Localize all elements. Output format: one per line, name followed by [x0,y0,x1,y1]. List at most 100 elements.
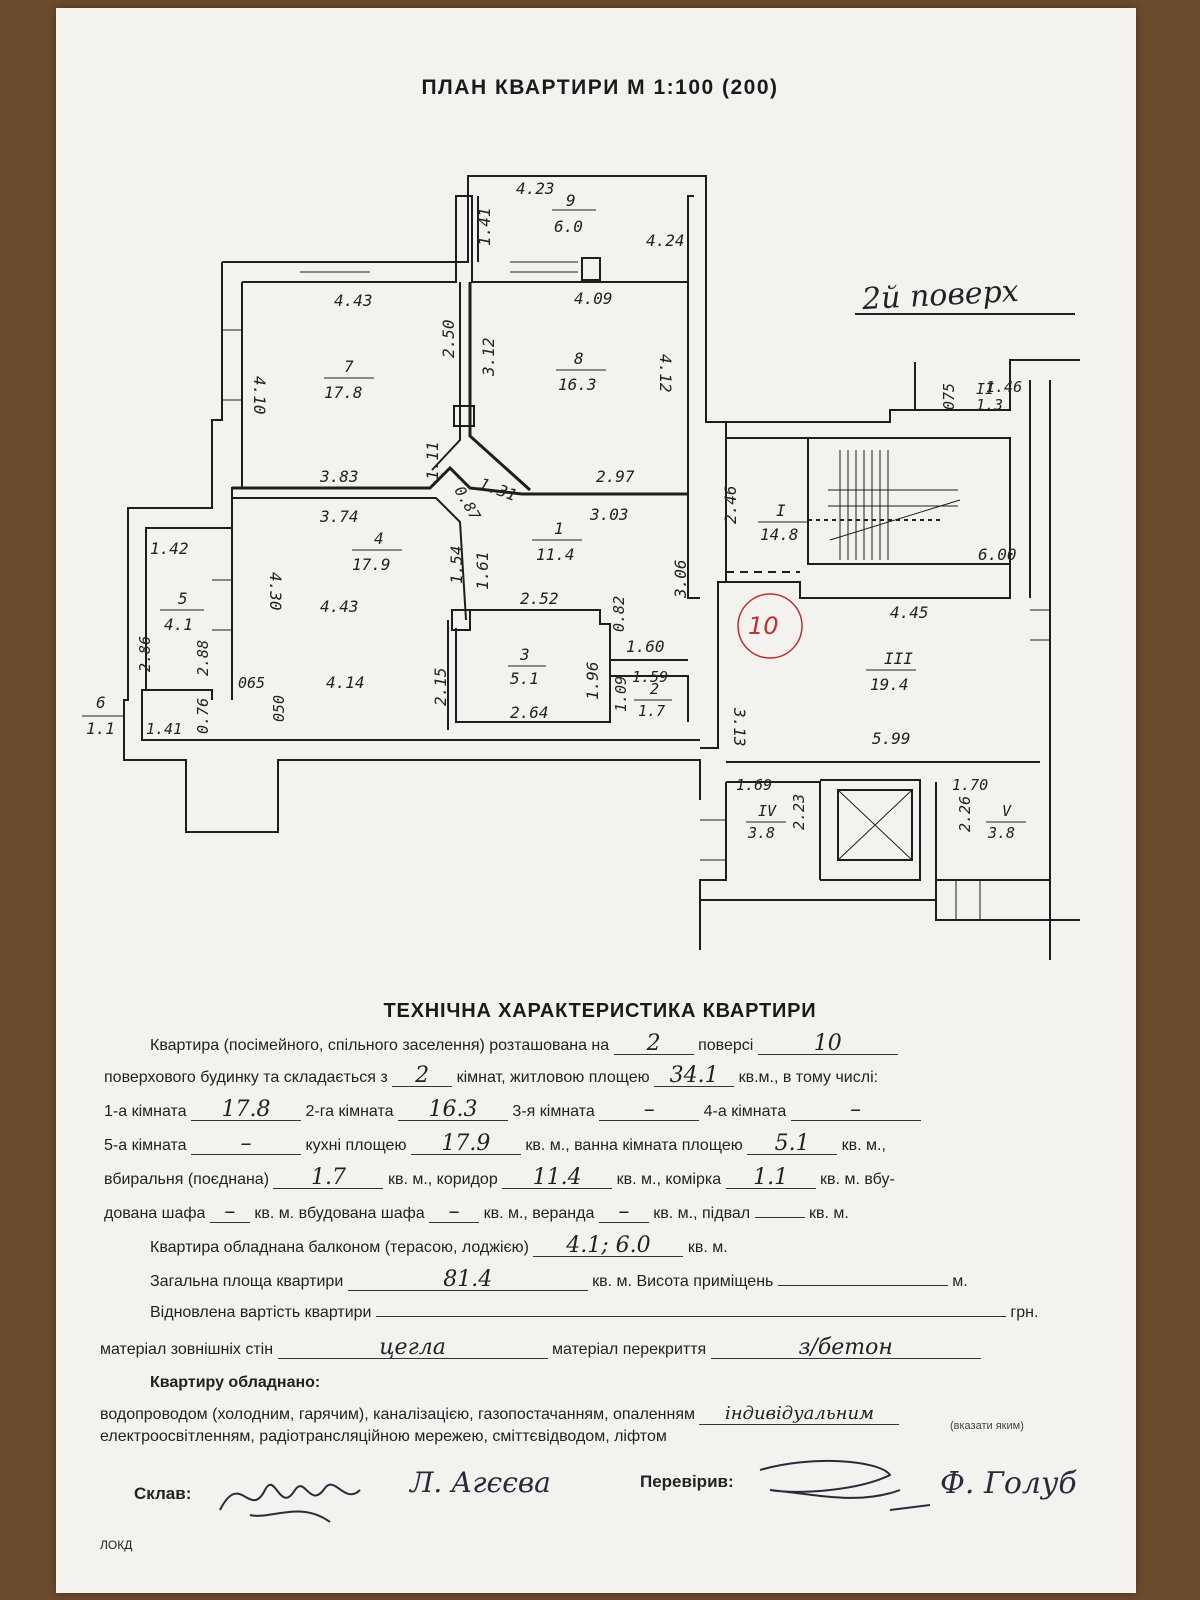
dim: 4.23 [516,179,555,198]
room-5-number: 5 [178,589,188,608]
label: Квартира (посімейного, спільного заселен… [150,1037,610,1054]
dim: 4.24 [646,231,685,250]
dim: 1.11 [423,441,442,480]
label: 3-я кімната [512,1103,595,1120]
tech-line-4: 5-а кімната – кухні площею 17.9 кв. м., … [104,1133,886,1155]
bathroom-value: 5.1 [747,1133,838,1155]
label: кв. м., ванна кімната площею [525,1137,743,1154]
dim: 0.76 [194,698,212,734]
dim: 2.15 [431,667,450,706]
room-4-number: 4 [374,529,384,548]
room-V-area: 3.8 [987,824,1015,842]
room-2-area: 1.7 [638,702,665,720]
dim: 4.43 [320,597,359,616]
dim: 1.09 [612,676,630,712]
dim: 4.10 [250,376,269,415]
room-I-area: 14.8 [760,525,799,544]
kitchen-value: 17.9 [410,1133,521,1155]
compiled-name: Л. Агєєва [410,1466,551,1499]
room-6-area: 1.1 [86,719,115,738]
room-6-number: 6 [96,693,106,712]
document-sheet [56,8,1136,1593]
dim: 1.54 [447,545,466,584]
label: 2-га кімната [305,1103,394,1120]
cost-value [375,1316,1006,1317]
living-area-value: 34.1 [654,1065,735,1087]
dim: 2.50 [439,319,458,358]
label: Загальна площа квартири [150,1273,344,1290]
checked-name: Ф. Голуб [940,1466,1077,1501]
room-labels: 9 6.0 7 17.8 8 16.3 4 17.9 1 11.4 5 4.1 … [82,191,1026,842]
footer-label: ЛОКД [100,1538,133,1552]
tech-line-8: Загальна площа квартири 81.4 кв. м. Висо… [150,1269,968,1291]
label: кв. м. [809,1205,849,1222]
heating-value: індивідуальним [699,1404,900,1425]
tech-line-13: електроосвітленням, радіотрансляційною м… [100,1428,667,1445]
toilet-value: 1.7 [273,1167,384,1189]
tech-line-11: Квартиру обладнано: [150,1374,321,1391]
basement-value [754,1217,805,1218]
room-IV-number: IV [758,802,777,820]
label: 4-а кімната [703,1103,787,1120]
tech-line-7: Квартира обладнана балконом (терасою, ло… [150,1235,728,1257]
dim: 2.46 [721,485,740,524]
label: кв. м., комірка [616,1171,722,1188]
tech-line-12: водопроводом (холодним, гарячим), каналі… [100,1404,900,1425]
floor-plan: 9 6.0 7 17.8 8 16.3 4 17.9 1 11.4 5 4.1 … [82,175,1080,960]
dim: 4.09 [574,289,613,308]
dim: 4.12 [656,354,675,393]
dim: 0.82 [610,596,628,632]
apartment-number-circle [737,593,803,659]
label: кухні площею [305,1137,407,1154]
dim: 4.30 [266,572,285,611]
room-7-area: 17.8 [324,383,363,402]
veranda-value: – [598,1201,649,1223]
slab-value: з/бетон [710,1337,981,1359]
dim: 065 [238,674,265,692]
floor-value: 2 [613,1033,694,1055]
dim: 1.69 [736,776,772,794]
room-8-area: 16.3 [558,375,597,394]
dim: 3.13 [730,707,749,747]
dim: 3.74 [319,507,359,526]
room-1-area: 11.4 [536,545,575,564]
floor-note-underline [855,313,1075,315]
floors-total-value: 10 [757,1033,898,1055]
room-I-number: I [776,501,786,520]
dim: 2.26 [956,796,974,832]
room3-value: – [599,1099,700,1121]
tech-line-10: матеріал зовнішніх стін цегла матеріал п… [100,1337,981,1359]
dim: 4.43 [334,291,373,310]
room5-value: – [191,1133,302,1155]
label: матеріал зовнішніх стін [100,1341,274,1358]
tech-line-6: дована шафа – кв. м. вбудована шафа – кв… [104,1201,849,1223]
tech-line-3: 1-а кімната 17.8 2-га кімната 16.3 3-я к… [104,1099,921,1121]
room-II-area: 1.3 [976,396,1003,414]
dim: 1.96 [583,661,602,700]
dim: 3.83 [319,467,359,486]
tech-title: ТЕХНІЧНА ХАРАКТЕРИСТИКА КВАРТИРИ [383,1000,817,1022]
heating-hint: (вказати яким) [950,1420,1024,1432]
dim: 1.59 [632,668,668,686]
dim: 1.31 [477,474,520,505]
room-7-number: 7 [344,357,354,376]
dim: 2.52 [520,589,559,608]
plan-title: ПЛАН КВАРТИРИ М 1:100 (200) [421,76,779,99]
label: кв. м. [687,1239,728,1256]
dim: 1.46 [986,378,1022,396]
label: кв. м., веранда [483,1205,595,1222]
dim: 1.61 [473,551,492,590]
apartment-number: 10 [748,612,779,640]
label: 5-а кімната [104,1137,187,1154]
label: матеріал перекриття [551,1341,707,1358]
label: кімнат, житловою площею [456,1069,650,1086]
dim: 3.03 [589,505,629,524]
room-V-number: V [1002,802,1012,820]
room4-value: – [790,1099,921,1121]
dim: 050 [270,695,288,722]
label: поверсі [698,1037,754,1054]
dim: 1.60 [626,637,665,656]
dim: 075 [940,383,958,410]
label: поверхового будинку та складається з [104,1069,388,1086]
tech-line-1: Квартира (посімейного, спільного заселен… [150,1033,898,1055]
